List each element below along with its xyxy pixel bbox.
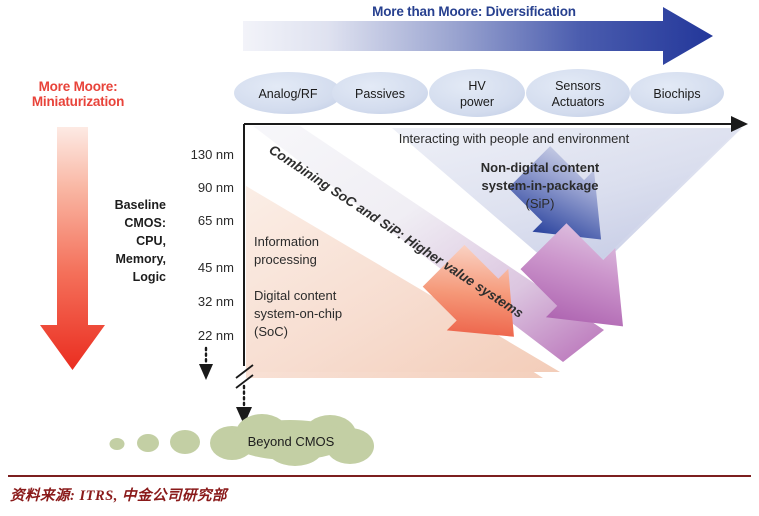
more-moore-arrow [40,127,105,370]
more-than-moore-arrow [243,7,713,65]
axes [235,116,748,425]
beyond-cmos-cloud [210,414,374,466]
node-label: 90 nm [198,180,234,195]
bubble-label: Analog/RF [258,87,317,101]
source-divider [8,475,751,477]
bubble-label: Passives [355,87,405,101]
node-label: 65 nm [198,213,234,228]
node-label: 130 nm [191,147,234,162]
source-note: 资料来源: ITRS, 中金公司研究部 [10,488,227,504]
svg-text:CPU,: CPU, [136,234,166,248]
svg-text:system-in-package: system-in-package [481,178,598,193]
bubble-biochips[interactable]: Biochips [630,72,724,114]
soc-text-block: Digital content system-on-chip (SoC) [254,288,342,339]
technology-node-labels: 130 nm 90 nm 65 nm 45 nm 32 nm 22 nm [191,147,234,343]
beyond-cmos-label: Beyond CMOS [248,434,335,449]
combining-arrow [520,223,624,327]
axis-break-mark [235,364,254,389]
bubble-passives[interactable]: Passives [332,72,428,114]
axis-top-annotation: Interacting with people and environment [399,131,630,146]
more-moore-title-line2: Miniaturization [32,94,124,109]
soc-arrow [422,244,514,337]
sip-text-block: Non-digital content system-in-package (S… [481,160,600,211]
bubble-analog-rf[interactable]: Analog/RF [234,72,342,114]
bubble-label: power [460,95,494,109]
domain-bubbles[interactable]: Analog/RF Passives HV power Sensors Actu… [234,69,724,117]
svg-text:Information: Information [254,234,319,249]
bubble-label: Actuators [552,95,605,109]
node-label: 32 nm [198,294,234,309]
svg-text:Memory,: Memory, [116,252,166,266]
sip-arrow [508,146,602,240]
svg-text:(SiP): (SiP) [526,196,555,211]
svg-text:Digital content: Digital content [254,288,337,303]
more-than-moore-title: More than Moore: Diversification [372,4,576,19]
bubble-label: Sensors [555,79,601,93]
node-label: 22 nm [198,328,234,343]
information-processing-block: Information processing [254,234,319,267]
svg-text:Baseline: Baseline [115,198,166,212]
beyond-cmos-dots [109,430,200,454]
bubble-label: Biochips [653,87,700,101]
svg-text:Non-digital content: Non-digital content [481,160,600,175]
svg-text:system-on-chip: system-on-chip [254,306,342,321]
combining-band [253,126,604,362]
axis-continuation-arrowhead [236,407,252,425]
node-continuation-dotted-arrow [199,346,213,380]
node-label: 45 nm [198,260,234,275]
svg-text:Logic: Logic [133,270,166,284]
svg-text:processing: processing [254,252,317,267]
more-moore-title-line1: More Moore: [39,79,118,94]
svg-text:CMOS:: CMOS: [124,216,166,230]
svg-text:(SoC): (SoC) [254,324,288,339]
bubble-label: HV [468,79,486,93]
baseline-cmos-label: Baseline CMOS: CPU, Memory, Logic [115,198,166,284]
bubble-hv-power[interactable]: HV power [429,69,525,117]
bubble-sensors-actuators[interactable]: Sensors Actuators [526,69,630,117]
